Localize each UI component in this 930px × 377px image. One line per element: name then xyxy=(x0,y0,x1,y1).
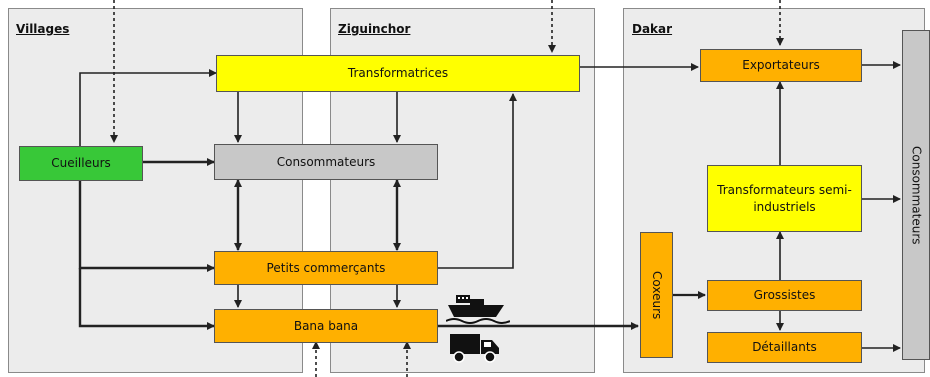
node-consommateurs-dakar: Consommateurs xyxy=(902,30,930,360)
truck-icon xyxy=(450,334,499,363)
node-consommateurs-local: Consommateurs xyxy=(214,144,438,180)
arrow-petits-transformatrices xyxy=(438,93,517,269)
zone-villages-title: Villages xyxy=(16,22,70,36)
arrow-cueilleurs-bana xyxy=(78,268,215,330)
node-grossistes: Grossistes xyxy=(707,280,862,311)
arrow-cueilleurs-transformatrices xyxy=(79,69,217,146)
zone-dakar-title: Dakar xyxy=(632,22,673,36)
node-transformatrices: Transformatrices xyxy=(216,55,580,92)
node-bana-bana: Bana bana xyxy=(214,309,438,343)
node-exportateurs: Exportateurs xyxy=(700,49,862,82)
node-detaillants: Détaillants xyxy=(707,332,862,363)
node-transformateurs: Transformateurs semi-industriels xyxy=(707,165,862,232)
arrow-cueilleurs-petits xyxy=(78,180,215,272)
node-coxeurs: Coxeurs xyxy=(640,232,673,358)
boat-icon xyxy=(446,295,510,324)
node-cueilleurs: Cueilleurs xyxy=(19,146,143,181)
zone-ziguinchor-title: Ziguinchor xyxy=(338,22,411,36)
node-petits-commercants: Petits commerçants xyxy=(214,251,438,285)
